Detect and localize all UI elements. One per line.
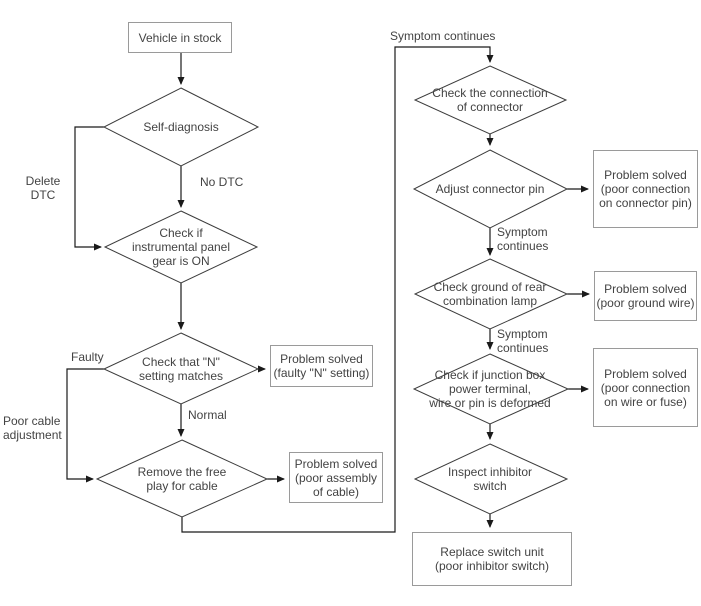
edge-label-delete-dtc: Delete DTC [25, 174, 61, 202]
edge-label-symptom-continues-top: Symptom continues [390, 29, 496, 43]
decision-self-diagnosis-shape [102, 87, 260, 167]
node-vehicle-in-stock: Vehicle in stock [128, 22, 232, 53]
node-problem-wire-fuse: Problem solved (poor connection on wire … [593, 348, 698, 427]
decision-inhibitor-shape [413, 443, 569, 515]
decision-adjust-pin-label: Adjust connector pin [435, 182, 545, 196]
decision-ground-lamp-label: Check ground of rear combination lamp [433, 280, 547, 308]
decision-adjust-pin-shape [412, 149, 569, 229]
edge-delete-dtc-loop [74, 126, 104, 251]
node-problem-ground-wire: Problem solved (poor ground wire) [594, 271, 697, 321]
decision-junction-box-label: Check if junction box power terminal, wi… [429, 368, 551, 410]
decision-panel-gear-label: Check if instrumental panel gear is ON [131, 226, 231, 268]
node-problem-poor-assembly: Problem solved (poor assembly of cable) [289, 452, 383, 503]
edge-symptom-continues-return [181, 46, 494, 533]
edge-label-no-dtc: No DTC [200, 175, 244, 189]
edge-label-symptom-continues-2: Symptom continues [497, 327, 549, 355]
node-replace-switch-unit: Replace switch unit (poor inhibitor swit… [412, 532, 572, 586]
node-problem-faulty-n: Problem solved (faulty "N" setting) [270, 345, 373, 387]
decision-junction-box-shape [412, 353, 570, 425]
edge-label-poor-cable-adjustment: Poor cable adjustment [3, 414, 62, 442]
decision-n-setting-label: Check that "N" setting matches [138, 355, 224, 383]
decision-free-play-label: Remove the free play for cable [137, 465, 227, 493]
decision-panel-gear-shape [103, 210, 259, 284]
decision-connector-shape [413, 65, 568, 135]
decision-connector-label: Check the connection of connector [432, 86, 548, 114]
edge-label-normal: Normal [188, 408, 227, 422]
decision-n-setting-shape [102, 332, 260, 405]
node-problem-connector-pin: Problem solved (poor connection on conne… [593, 150, 698, 228]
decision-ground-lamp-shape [413, 258, 569, 330]
decision-inhibitor-label: Inspect inhibitor switch [447, 465, 533, 493]
decision-free-play-shape [95, 439, 269, 518]
edge-label-faulty: Faulty [71, 350, 104, 364]
edge-faulty-loop [66, 368, 104, 483]
edge-label-symptom-continues-1: Symptom continues [497, 225, 549, 253]
decision-self-diagnosis-label: Self-diagnosis [143, 120, 219, 134]
